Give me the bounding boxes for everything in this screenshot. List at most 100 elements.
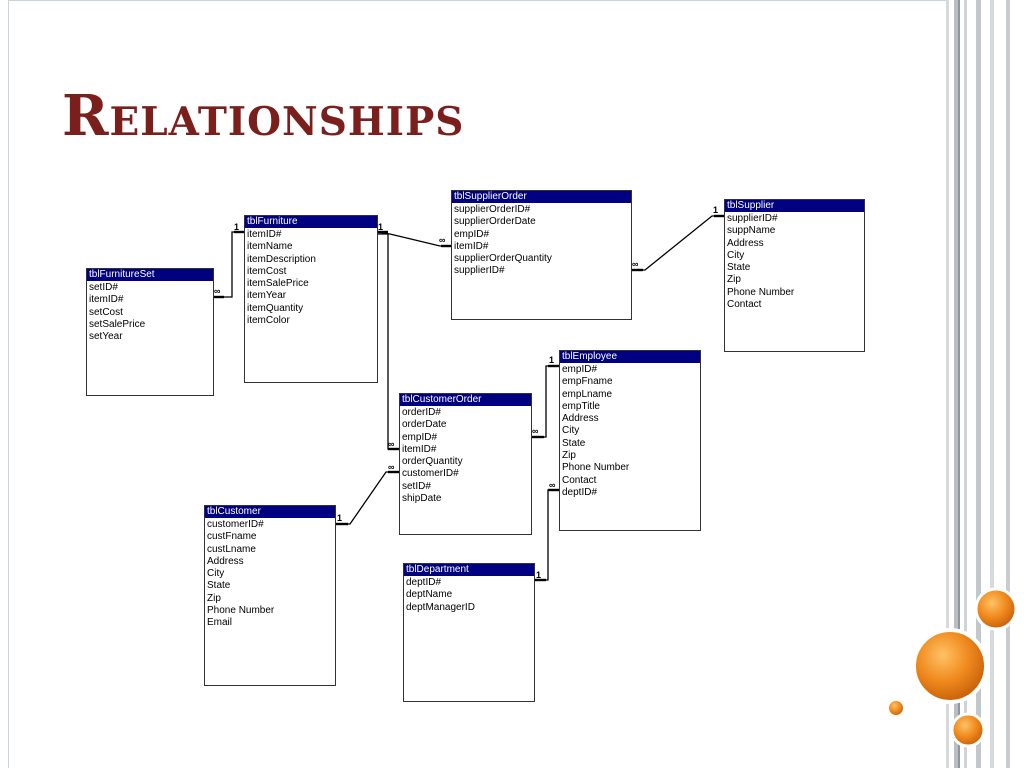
table-name: tblFurniture	[245, 216, 377, 228]
field: Contact	[562, 474, 597, 486]
field: setID#	[89, 282, 118, 293]
relationship-line	[631, 215, 725, 271]
decorative-circle	[912, 628, 988, 704]
field: Phone Number	[562, 462, 630, 474]
cardinality-one: 1	[713, 205, 718, 215]
field: itemID#	[89, 294, 124, 306]
field: Phone Number	[207, 605, 275, 617]
cardinality-many: ∞	[214, 286, 221, 296]
field: City	[727, 249, 745, 261]
field: Address	[207, 555, 244, 567]
field: deptManagerID	[406, 601, 475, 613]
cardinality-one: 1	[549, 355, 554, 365]
field: supplierOrderID#	[454, 204, 531, 215]
field: setCost	[89, 306, 123, 318]
field: deptID#	[562, 486, 598, 498]
cardinality-many: ∞	[632, 259, 639, 269]
table-name: tblDepartment	[404, 564, 534, 576]
field: suppName	[727, 225, 776, 237]
decorative-circle	[950, 712, 986, 748]
table-name: tblEmployee	[560, 351, 700, 363]
field: State	[207, 580, 231, 592]
table-name: tblSupplierOrder	[452, 191, 631, 203]
field: custFname	[207, 531, 257, 543]
field: itemName	[247, 241, 293, 253]
decorative-circle	[974, 587, 1018, 631]
field: empID#	[562, 364, 598, 375]
cardinality-one: 1	[234, 222, 239, 232]
relationship-line	[377, 233, 400, 450]
field-list: supplierID# suppName Address City State …	[725, 212, 864, 311]
field: itemColor	[247, 315, 290, 327]
field-list: itemID# itemName itemDescription itemCos…	[245, 228, 377, 327]
field: Email	[207, 617, 233, 629]
slide-frame-line	[8, 0, 9, 768]
cardinality-many: ∞	[388, 462, 395, 472]
field: orderDate	[402, 419, 447, 431]
field: setID#	[402, 480, 431, 492]
table-box[interactable]: tblDepartment deptID# deptName deptManag…	[403, 563, 535, 702]
field: empLname	[562, 388, 613, 400]
field: Address	[562, 413, 599, 425]
relationship-line	[534, 489, 560, 581]
field: itemID#	[402, 443, 437, 455]
field: deptName	[406, 589, 453, 601]
table-name: tblSupplier	[725, 200, 864, 212]
field: Contact	[727, 299, 762, 311]
relationship-line	[335, 471, 400, 525]
field: City	[562, 425, 580, 437]
table-name: tblFurnitureSet	[87, 269, 213, 281]
field: customerID#	[402, 468, 459, 480]
field: setYear	[89, 331, 123, 343]
table-box[interactable]: tblFurnitureSet setID# itemID# setCost s…	[86, 268, 214, 396]
field: customerID#	[207, 519, 264, 530]
field: empID#	[454, 228, 490, 240]
field: empID#	[402, 431, 438, 443]
field: Phone Number	[727, 286, 795, 298]
field: Zip	[207, 592, 221, 604]
field: itemID#	[454, 240, 489, 252]
field: itemDescription	[247, 253, 316, 265]
decorative-circle	[887, 699, 905, 717]
cardinality-one: 1	[337, 513, 342, 523]
table-box[interactable]: tblFurniture itemID# itemName itemDescri…	[244, 215, 378, 383]
field-list: deptID# deptName deptManagerID	[404, 576, 534, 614]
field: supplierOrderDate	[454, 216, 536, 228]
decorative-stripe-dark	[958, 0, 960, 768]
field: empTitle	[562, 400, 600, 412]
field: supplierID#	[727, 213, 778, 224]
cardinality-many: ∞	[549, 480, 556, 490]
field: setSalePrice	[89, 318, 146, 330]
table-box[interactable]: tblCustomerOrder orderID# orderDate empI…	[399, 393, 532, 535]
field: Zip	[727, 274, 741, 286]
field-list: supplierOrderID# supplierOrderDate empID…	[452, 203, 631, 278]
field-list: empID# empFname empLname empTitle Addres…	[560, 363, 700, 499]
field: shipDate	[402, 493, 442, 505]
field: orderQuantity	[402, 456, 463, 468]
field: itemYear	[247, 290, 287, 302]
cardinality-many: ∞	[439, 235, 446, 245]
field: supplierOrderQuantity	[454, 253, 552, 265]
field: itemCost	[247, 265, 287, 277]
field: empFname	[562, 376, 613, 388]
field-list: customerID# custFname custLname Address …	[205, 518, 335, 630]
field: Zip	[562, 450, 576, 462]
decorative-circles	[887, 587, 1018, 748]
table-box[interactable]: tblSupplier supplierID# suppName Address…	[724, 199, 865, 352]
table-name: tblCustomerOrder	[400, 394, 531, 406]
field: Address	[727, 237, 764, 249]
cardinality-many: ∞	[388, 439, 395, 449]
field: supplierID#	[454, 265, 505, 277]
field-list: orderID# orderDate empID# itemID# orderQ…	[400, 406, 531, 505]
table-box[interactable]: tblEmployee empID# empFname empLname emp…	[559, 350, 701, 531]
table-box[interactable]: tblSupplierOrder supplierOrderID# suppli…	[451, 190, 632, 320]
field: orderID#	[402, 407, 441, 418]
field: deptID#	[406, 577, 442, 588]
table-box[interactable]: tblCustomer customerID# custFname custLn…	[204, 505, 336, 686]
cardinality-many: ∞	[532, 426, 539, 436]
slide-frame-line	[8, 0, 946, 1]
field: itemSalePrice	[247, 278, 309, 290]
field-list: setID# itemID# setCost setSalePrice setY…	[87, 281, 213, 343]
